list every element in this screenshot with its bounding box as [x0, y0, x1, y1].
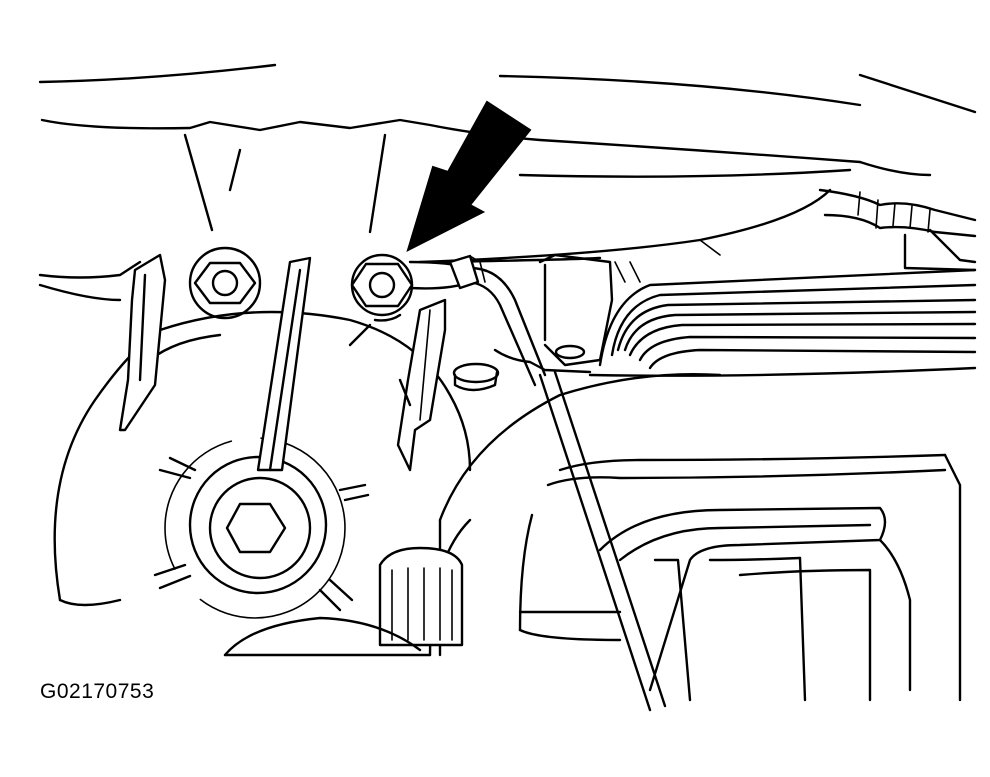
bracket-housing — [452, 253, 614, 392]
left-bolt — [188, 246, 262, 320]
tensioner-arm — [256, 256, 312, 472]
bracket-edge — [38, 256, 602, 302]
oil-filler-cap — [378, 546, 464, 647]
cowl-curve — [418, 188, 832, 264]
tensioner-pulley — [153, 437, 370, 619]
target-bolt — [350, 253, 414, 322]
ground-wire — [408, 254, 667, 712]
crankshaft-pulley — [588, 261, 977, 377]
lower-housing — [223, 616, 432, 657]
wiring-harness — [818, 188, 977, 272]
lower-right-bracket — [598, 506, 912, 702]
callout-arrow — [406, 100, 532, 252]
center-bracket-leg — [348, 298, 447, 472]
arrow-icon — [406, 100, 532, 252]
left-bracket-leg — [118, 253, 167, 432]
figure-code: G02170753 — [40, 680, 155, 703]
